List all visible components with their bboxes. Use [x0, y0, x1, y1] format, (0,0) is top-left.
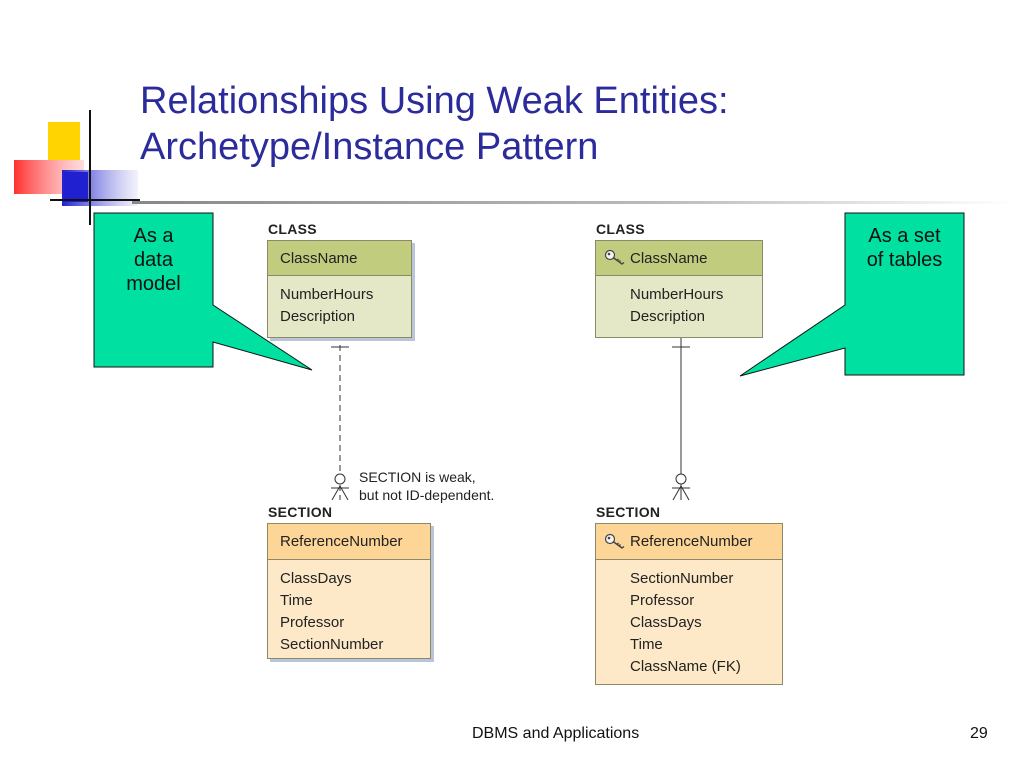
left-section-entity-name: SECTION	[268, 504, 333, 520]
left-class-attr: NumberHours	[280, 286, 374, 303]
slide-title: Relationships Using Weak Entities: Arche…	[140, 78, 1000, 170]
right-callout-line-2: of tables	[866, 249, 943, 271]
slide-title-line-2: Archetype/Instance Pattern	[140, 126, 599, 168]
left-section-attr: ClassDays	[280, 570, 352, 587]
right-section-attr: Professor	[630, 592, 695, 609]
right-callout-text: As a set of tables	[845, 224, 964, 272]
left-section-identifier-text: ReferenceNumber	[280, 533, 403, 550]
right-section-identifier: ReferenceNumber	[596, 524, 782, 560]
right-callout-shape	[739, 212, 965, 377]
left-crowfoot-right	[339, 485, 349, 501]
left-class-attr: Description	[280, 308, 356, 325]
right-section-attr: Time	[630, 636, 663, 653]
left-section-attr: SectionNumber	[280, 636, 384, 653]
left-callout-line-2: data	[134, 249, 173, 271]
left-class-attributes: NumberHours Description	[268, 276, 411, 337]
right-section-entity-name: SECTION	[596, 504, 661, 520]
right-crowfoot-left	[672, 485, 682, 501]
left-class-identifier: ClassName	[268, 241, 411, 276]
right-crowfoot-right	[680, 485, 690, 501]
page-number: 29	[970, 725, 988, 742]
right-class-attributes: NumberHours Description	[596, 276, 762, 337]
right-class-attr: Description	[630, 308, 706, 325]
left-class-identifier-text: ClassName	[280, 249, 358, 267]
key-icon	[604, 249, 625, 265]
relationship-note: SECTION is weak, but not ID-dependent.	[359, 468, 494, 504]
footer-text: DBMS and Applications	[472, 725, 640, 742]
right-class-entity: ClassName NumberHours Description	[595, 240, 763, 338]
right-section-identifier-text: ReferenceNumber	[630, 533, 753, 550]
right-callout-line-1: As a set	[868, 225, 941, 247]
slide-title-line-1: Relationships Using Weak Entities:	[140, 80, 729, 122]
left-crowfoot-left	[331, 485, 341, 501]
left-section-attr: Time	[280, 592, 313, 609]
left-section-attributes: ClassDays Time Professor SectionNumber	[268, 560, 430, 658]
blue-square	[64, 172, 88, 202]
right-section-attr: ClassDays	[630, 614, 702, 631]
right-zero-circle	[675, 473, 687, 485]
key-icon	[604, 533, 625, 549]
right-section-attr: ClassName (FK)	[630, 658, 741, 675]
left-class-entity: ClassName NumberHours Description	[267, 240, 412, 338]
left-callout-shape	[93, 212, 313, 371]
left-callout-text: As a data model	[94, 224, 213, 296]
title-underline	[132, 201, 1012, 204]
right-class-attr: NumberHours	[630, 286, 724, 303]
corner-decoration	[14, 110, 140, 225]
right-section-entity: ReferenceNumber SectionNumber Professor …	[595, 523, 783, 685]
right-section-attributes: SectionNumber Professor ClassDays Time C…	[596, 560, 782, 684]
yellow-square	[48, 122, 80, 160]
left-section-attr: Professor	[280, 614, 345, 631]
left-class-entity-name: CLASS	[268, 221, 317, 237]
right-class-identifier-text: ClassName	[630, 249, 708, 267]
relationship-note-line-2: but not ID-dependent.	[359, 487, 495, 503]
right-class-entity-name: CLASS	[596, 221, 645, 237]
left-section-entity: ReferenceNumber ClassDays Time Professor…	[267, 523, 431, 659]
right-section-attr: SectionNumber	[630, 570, 734, 587]
left-callout-line-1: As a	[133, 225, 174, 247]
right-class-identifier: ClassName	[596, 241, 762, 276]
left-zero-circle	[334, 473, 346, 485]
relationship-note-line-1: SECTION is weak,	[359, 469, 476, 485]
left-section-identifier: ReferenceNumber	[268, 524, 430, 560]
left-callout-line-3: model	[126, 273, 181, 295]
